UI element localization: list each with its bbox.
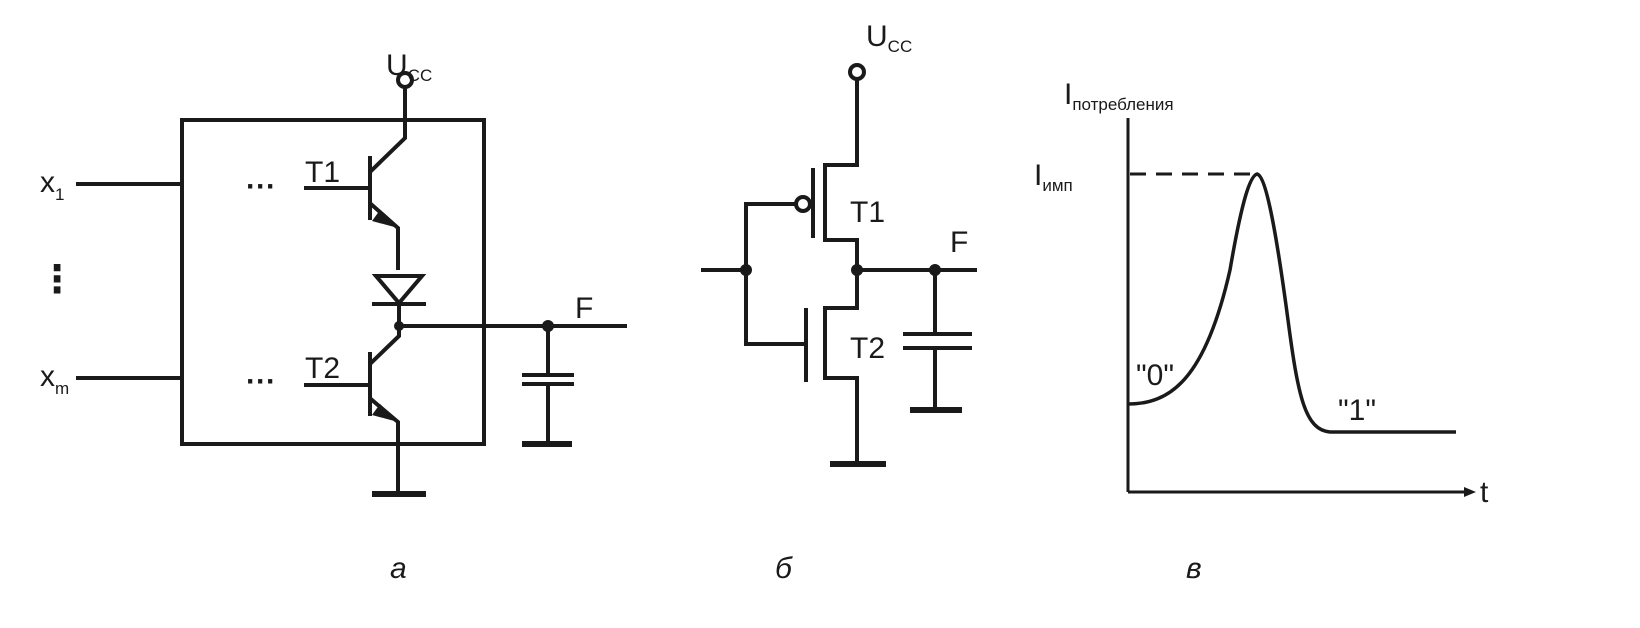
caption-b: б (775, 552, 793, 585)
supply-label-b: UCC (866, 20, 912, 56)
panel-b-cmos-schematic: UCC T1 T2 F б (701, 20, 977, 585)
supply-terminal-b (848, 63, 866, 81)
load-capacitor-b (903, 268, 972, 413)
transistor-t1-bipolar (304, 156, 400, 270)
caption-a: а (390, 552, 407, 585)
panel-c-current-graph: Iпотребления Iимп "0" "1" t в (1034, 78, 1489, 585)
transistor-t2-bipolar (304, 324, 401, 496)
inputs-vertical-ellipsis: ⋮ (38, 259, 76, 301)
t1-ellipsis: ··· (246, 170, 276, 203)
panel-a-ttl-schematic: UCC x1 xm ⋮ T1 ··· (38, 49, 627, 585)
x-axis-label: t (1480, 476, 1489, 509)
current-curve (1127, 172, 1456, 434)
t2-label-b: T2 (850, 332, 885, 365)
t2-ellipsis: ··· (246, 365, 276, 398)
t1-label-b: T1 (850, 196, 885, 229)
input-label-xm: xm (40, 360, 69, 398)
y-axis-label: Iпотребления (1064, 78, 1174, 114)
state-zero-label: "0" (1136, 359, 1174, 392)
output-label-b: F (950, 226, 968, 259)
transistor-t1-pmos (744, 168, 815, 272)
x-axis-arrow (1464, 487, 1476, 497)
output-label-a: F (575, 292, 593, 325)
diode (371, 274, 427, 328)
junction-output-b (851, 264, 863, 276)
load-capacitor-a (522, 324, 574, 447)
supply-label-a: UCC (386, 49, 432, 85)
input-label-x1: x1 (40, 166, 64, 204)
t2-label-a: T2 (305, 352, 340, 385)
transistor-t2-nmos (744, 268, 808, 382)
caption-c: в (1186, 552, 1202, 585)
logic-block-frame (180, 118, 486, 446)
state-one-label: "1" (1338, 394, 1376, 427)
junction-input-b (740, 264, 752, 276)
t1-label-a: T1 (305, 156, 340, 189)
peak-label: Iимп (1034, 159, 1073, 195)
